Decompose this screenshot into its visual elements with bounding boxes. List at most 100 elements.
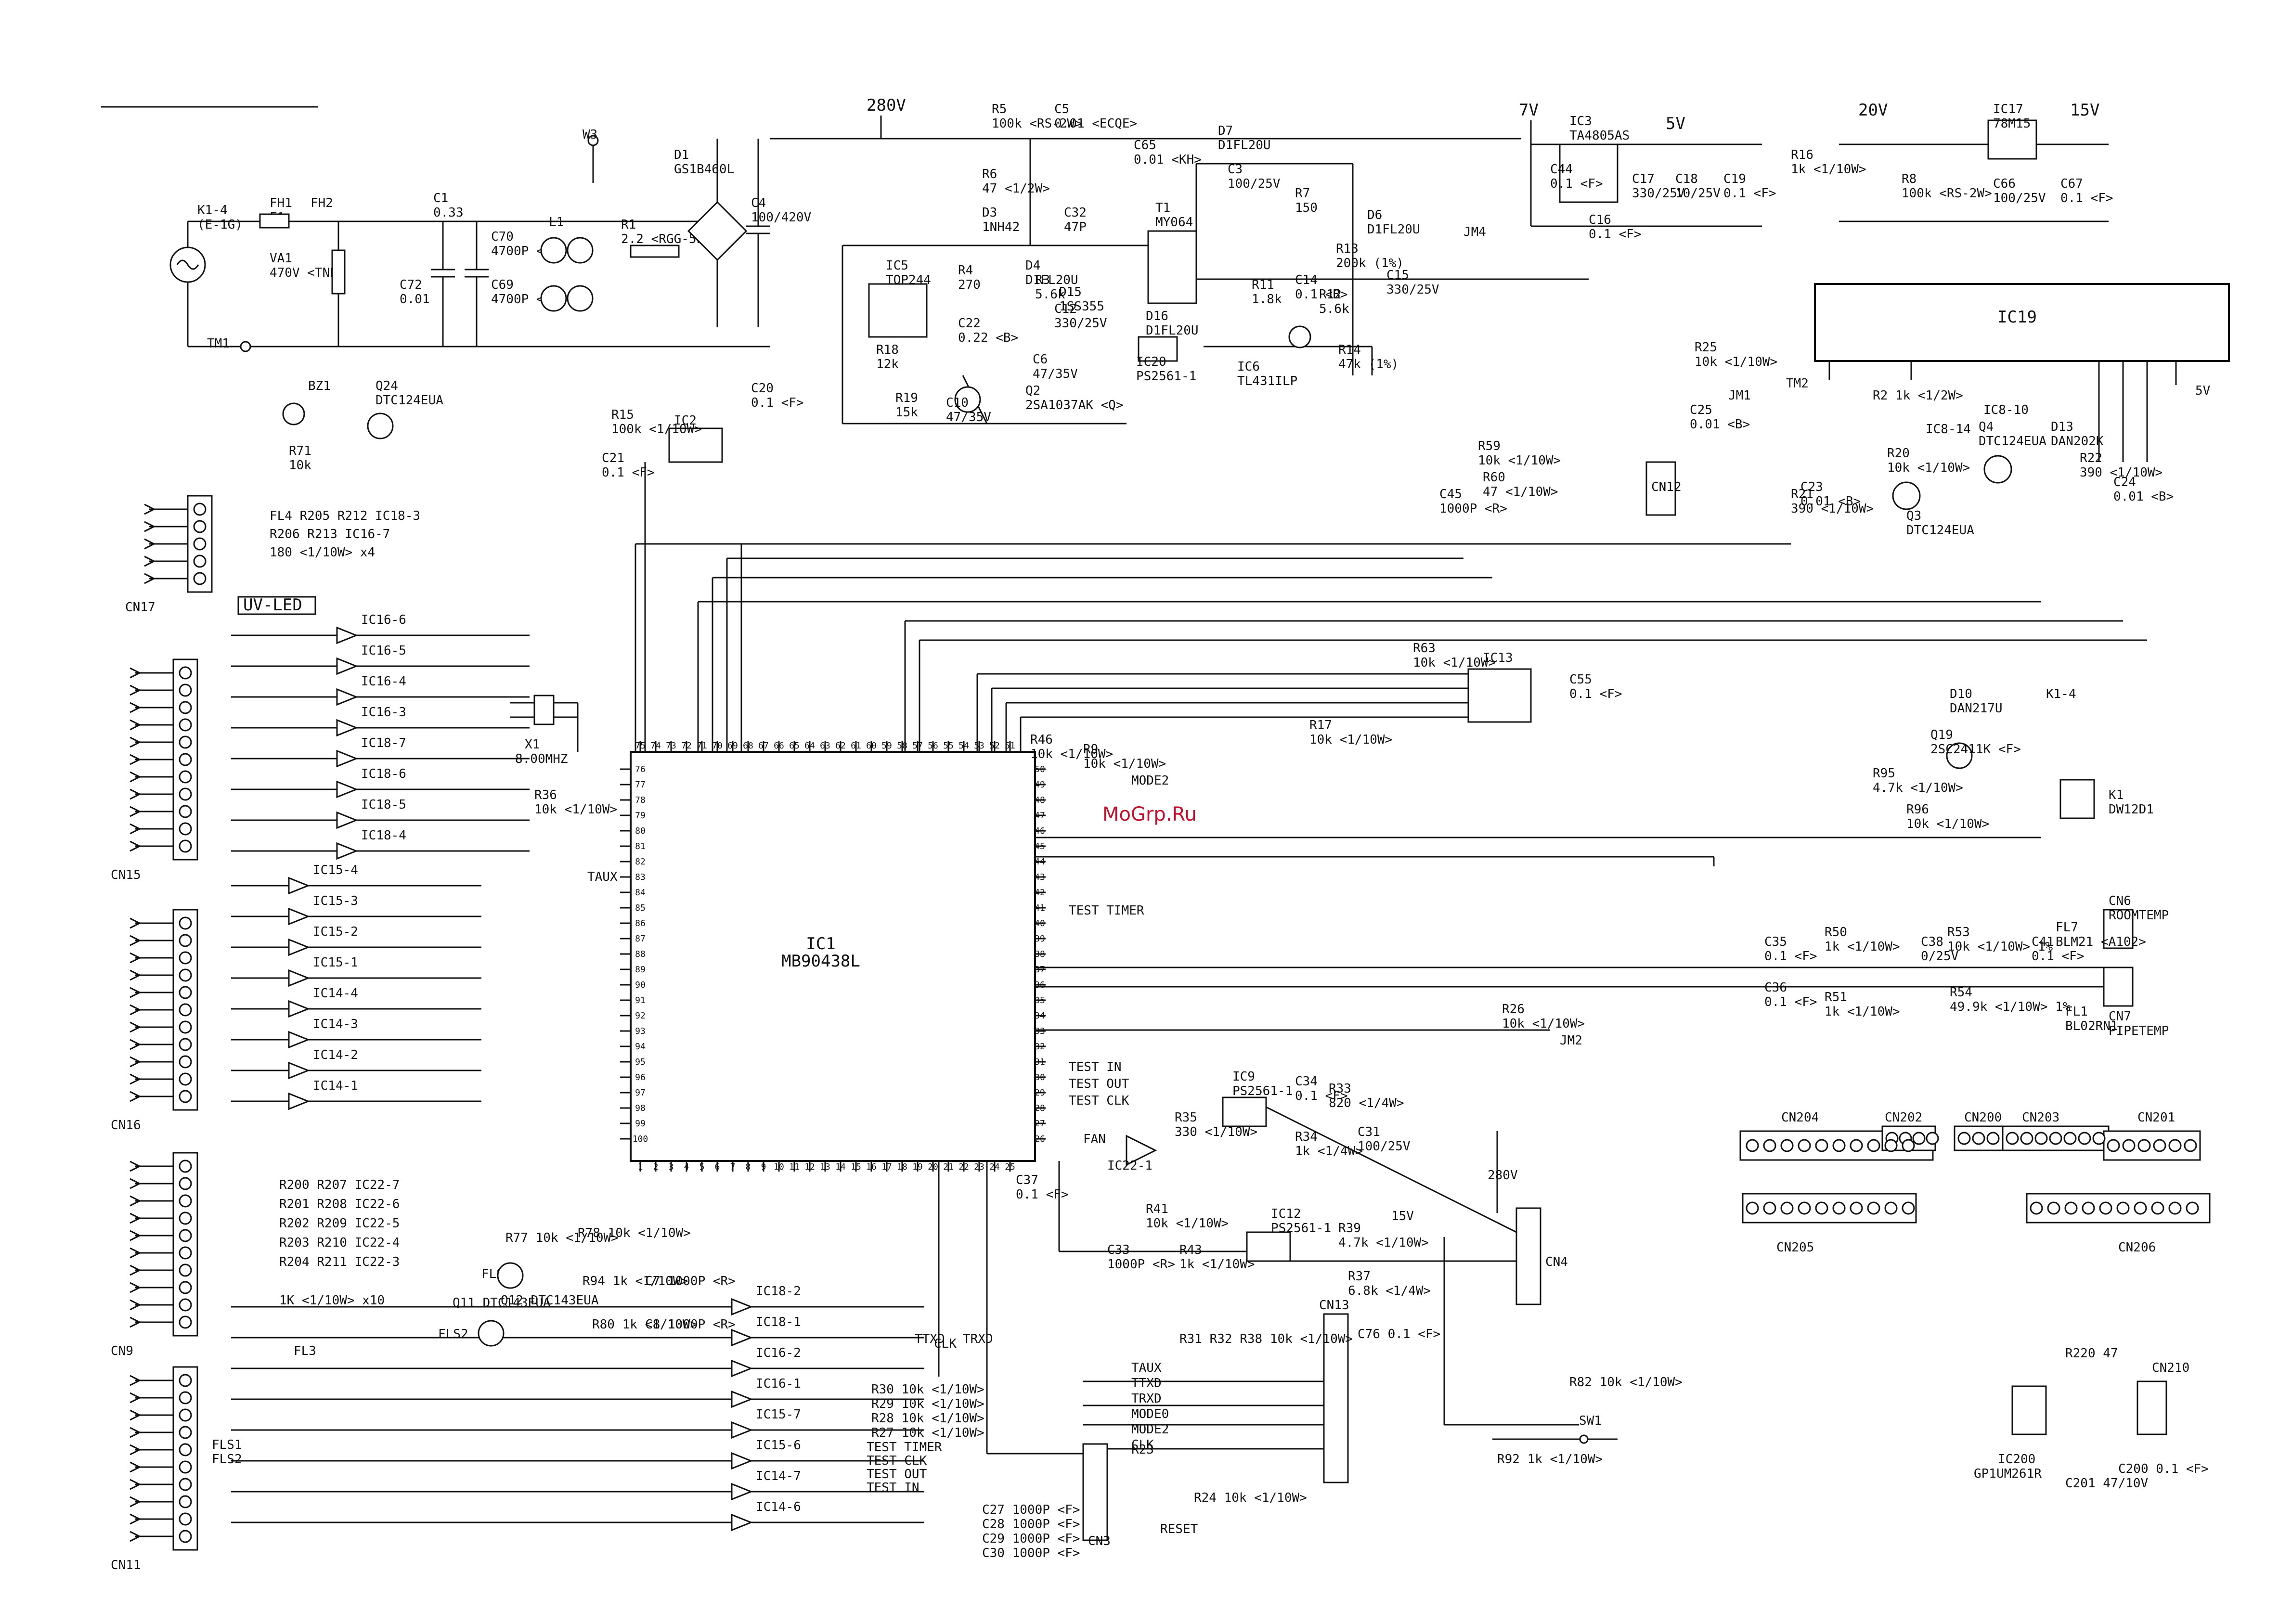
misc-part-ref: K1-4 xyxy=(2046,687,2076,701)
ic1-pin-number: 22 xyxy=(958,1162,969,1172)
ic1-pin-number: 83 xyxy=(635,872,646,882)
sensor-part-ref: FL1 xyxy=(2065,1005,2088,1019)
opto-part-ref: IC22-1 xyxy=(1107,1159,1152,1173)
smps-part-value: D1FL20U xyxy=(1218,138,1271,153)
inverter-gate xyxy=(288,907,311,926)
sensor-part-value: 10k <1/10W> 1% xyxy=(1947,940,2053,954)
power-part-ref: D1 xyxy=(674,148,689,162)
q-part: Q11 DTC143EUA xyxy=(453,1296,551,1310)
regulator-part-value: 100k <RS-2W> xyxy=(1902,186,1992,201)
connector-arrow xyxy=(129,1496,142,1508)
ic1-pin-number: 39 xyxy=(1035,934,1045,944)
cn9-resistor: R201 R208 IC22-6 xyxy=(279,1197,400,1212)
connector-arrow xyxy=(129,1212,142,1224)
cn15-gate: IC18-6 xyxy=(361,767,406,781)
cn3-capacitor: C30 1000P <F> xyxy=(982,1546,1080,1560)
regulator-part-ref: C17 xyxy=(1632,172,1655,186)
smps-part-ref: C65 xyxy=(1134,138,1156,153)
connector-arrow xyxy=(129,1264,142,1276)
mcu-side-label: TEST IN xyxy=(1069,1060,1122,1074)
regulator-part-value: 100/25V xyxy=(1993,191,2046,206)
connector-arrow xyxy=(129,1479,142,1490)
sensor-part-value: ROOMTEMP xyxy=(2109,908,2169,923)
cn13-signal: TTXD xyxy=(1131,1376,1162,1391)
connector-pin xyxy=(179,770,192,784)
tm1-terminal xyxy=(240,341,251,352)
connector-arrow xyxy=(129,788,142,800)
inverter-gate xyxy=(336,657,359,675)
ic1-pin-number: 2 xyxy=(653,1162,659,1172)
smps-part-value: 100k <RS-2W> xyxy=(992,116,1082,131)
misc-part-value: 10k <1/10W> xyxy=(1887,461,1970,475)
misc-part-ref: C23 xyxy=(1800,480,1823,494)
ic1-pin-number: 74 xyxy=(650,741,661,751)
connector-pin xyxy=(179,1443,192,1456)
cn11-gate: IC16-1 xyxy=(756,1377,801,1391)
smps-part-value: 0.22 <B> xyxy=(958,331,1018,345)
connector-pin xyxy=(179,666,192,680)
ic1-pin-number: 6 xyxy=(715,1162,720,1172)
smps-part-value: 1.8k xyxy=(1252,292,1282,307)
opto-part-value: 4.7k <1/10W> xyxy=(1338,1236,1429,1250)
ic1-pin-number: 40 xyxy=(1035,918,1045,928)
ic1-pin-number: 61 xyxy=(851,741,861,751)
cn17-resistor: 180 <1/10W> x4 xyxy=(270,545,375,560)
regulator-part-ref: R16 xyxy=(1791,148,1813,162)
smps-part-ref: C32 xyxy=(1064,206,1087,220)
bridge-d1 xyxy=(687,201,748,261)
header-label: CN204 xyxy=(1781,1110,1819,1125)
connector-pin xyxy=(179,968,192,982)
cn15-gate: IC18-7 xyxy=(361,736,406,750)
connector-pin xyxy=(179,986,192,999)
cn11-gate: IC14-6 xyxy=(756,1500,801,1514)
header-label: CN201 xyxy=(2137,1110,2175,1125)
smps-part-value: 100/25V xyxy=(1228,177,1281,191)
connector-pin xyxy=(179,718,192,732)
inverter-gate xyxy=(731,1328,753,1347)
cn6-body xyxy=(2103,909,2134,949)
cn3-capacitor: C28 1000P <F> xyxy=(982,1517,1080,1532)
connector-arrow xyxy=(129,1247,142,1259)
connector-arrow xyxy=(129,1316,142,1328)
regulator-part-ref: C18 xyxy=(1675,172,1698,186)
connector-pin xyxy=(193,520,207,533)
cn9-resistor: R204 R211 IC22-3 xyxy=(279,1255,400,1269)
connector-pin xyxy=(179,839,192,853)
connector-pin xyxy=(179,1478,192,1491)
connector-pin xyxy=(179,753,192,766)
connector-pin xyxy=(179,916,192,930)
sw1-contact[interactable] xyxy=(1579,1434,1589,1444)
power-part-ref: FH1 xyxy=(270,196,292,210)
cn3-r23: R23 xyxy=(1131,1443,1154,1457)
connector-arrow xyxy=(129,754,142,765)
header-label: CN203 xyxy=(2022,1110,2059,1125)
cn3-reset: RESET xyxy=(1160,1522,1198,1536)
connector-arrow xyxy=(129,1444,142,1456)
opto-part-value: 330 <1/10W> xyxy=(1175,1125,1257,1139)
connector-pin xyxy=(179,1246,192,1260)
ic1-left-pins: 7677787980818283848586878889909192939495… xyxy=(620,764,648,1144)
ic1-pin-number: 21 xyxy=(943,1162,954,1172)
misc-part-ref: R21 xyxy=(1791,487,1813,502)
opto-part-value: 100/25V xyxy=(1358,1139,1411,1154)
misc-part-ref: R25 xyxy=(1695,340,1717,355)
inverter-gate xyxy=(288,969,311,987)
smps-part-value: 1SS355 xyxy=(1059,299,1104,314)
ic1-pin-number: 38 xyxy=(1035,949,1045,959)
ic1-pin-number: 69 xyxy=(727,741,738,751)
smps-part-ref: R6 xyxy=(982,167,997,181)
q4-transistor xyxy=(1983,455,2012,484)
ic1-pin-number: 33 xyxy=(1035,1026,1045,1036)
ic1-pin-number: 99 xyxy=(635,1119,646,1129)
cn3-capacitor: C27 1000P <F> xyxy=(982,1503,1080,1517)
sensor-part-value: BLM21 <A102> xyxy=(2056,935,2146,949)
connector-arrow xyxy=(129,1091,142,1102)
misc-part-ref: R46 xyxy=(1030,733,1053,747)
connector-pin xyxy=(179,1229,192,1242)
smps-part-ref: C3 xyxy=(1228,162,1243,177)
smps-part-value: 15k xyxy=(895,405,918,420)
power-part-ref: FH2 xyxy=(311,196,333,210)
smps-part-ref: IC5 xyxy=(886,258,908,273)
